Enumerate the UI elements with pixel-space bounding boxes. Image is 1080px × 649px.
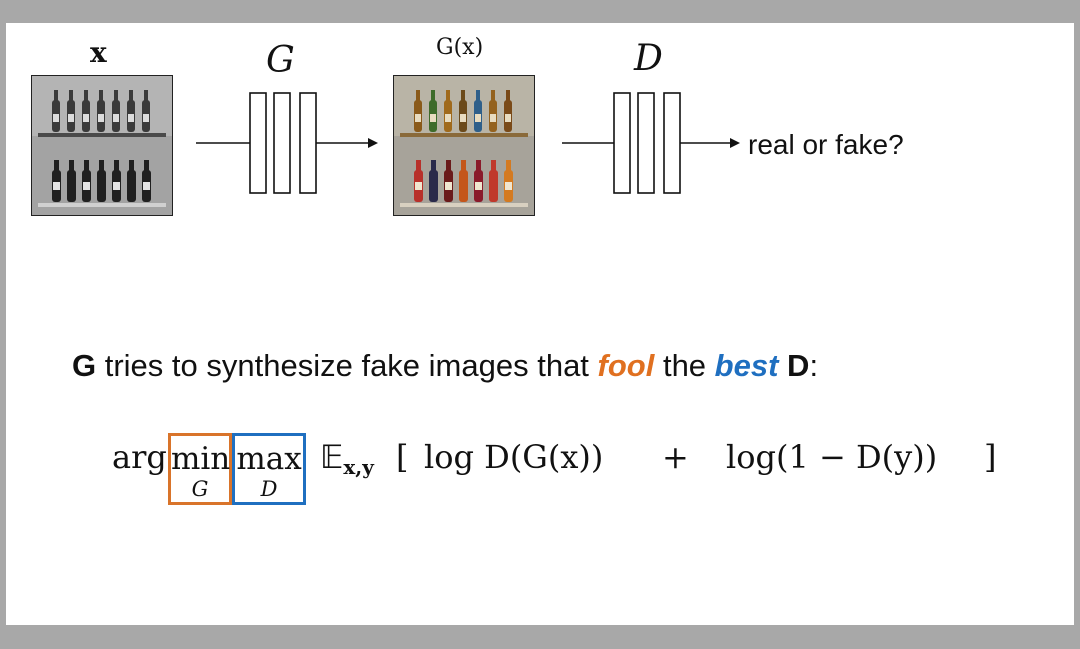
output-colorized-image: [393, 75, 535, 216]
slide: x G G(x) D: [6, 23, 1074, 625]
caption-best: best: [714, 348, 779, 383]
expectation-symbol: 𝔼: [320, 438, 344, 476]
caption-fool: fool: [597, 348, 655, 383]
real-or-fake-label: real or fake?: [748, 129, 904, 160]
formula-max: max: [236, 441, 302, 477]
formula-term-2: log(1 − D(y)): [726, 438, 938, 476]
caption-d: D: [787, 348, 810, 383]
input-grayscale-image: [31, 75, 173, 216]
caption-g: G: [72, 348, 97, 383]
max-box: max D: [232, 433, 306, 505]
discriminator-network: [560, 91, 750, 195]
caption: G tries to synthesize fake images that f…: [72, 348, 818, 384]
min-box: min G: [168, 433, 232, 505]
output-label: G(x): [436, 35, 484, 60]
objective-formula: arg min G max D 𝔼x,y [ log D(G(x)) + log…: [112, 433, 1012, 513]
generator-network: [194, 91, 384, 195]
discriminator-label: D: [634, 38, 663, 79]
formula-min: min: [171, 441, 231, 477]
formula-right-bracket: ]: [984, 438, 997, 476]
formula-plus: +: [662, 438, 689, 476]
caption-colon: :: [809, 348, 819, 383]
formula-min-subscript: G: [191, 477, 209, 501]
expectation-subscript: x,y: [343, 455, 374, 479]
caption-text-1: tries to synthesize fake images that: [96, 348, 598, 383]
formula-expectation: 𝔼x,y: [320, 438, 374, 477]
generator-label: G: [266, 40, 295, 81]
caption-text-2: the: [654, 348, 715, 383]
formula-term-1: log D(G(x)): [424, 438, 604, 476]
formula-max-subscript: D: [260, 477, 278, 501]
formula-left-bracket: [: [396, 438, 409, 476]
input-label: x: [90, 36, 107, 69]
caption-text-3: [778, 348, 787, 383]
formula-arg: arg: [112, 438, 167, 476]
